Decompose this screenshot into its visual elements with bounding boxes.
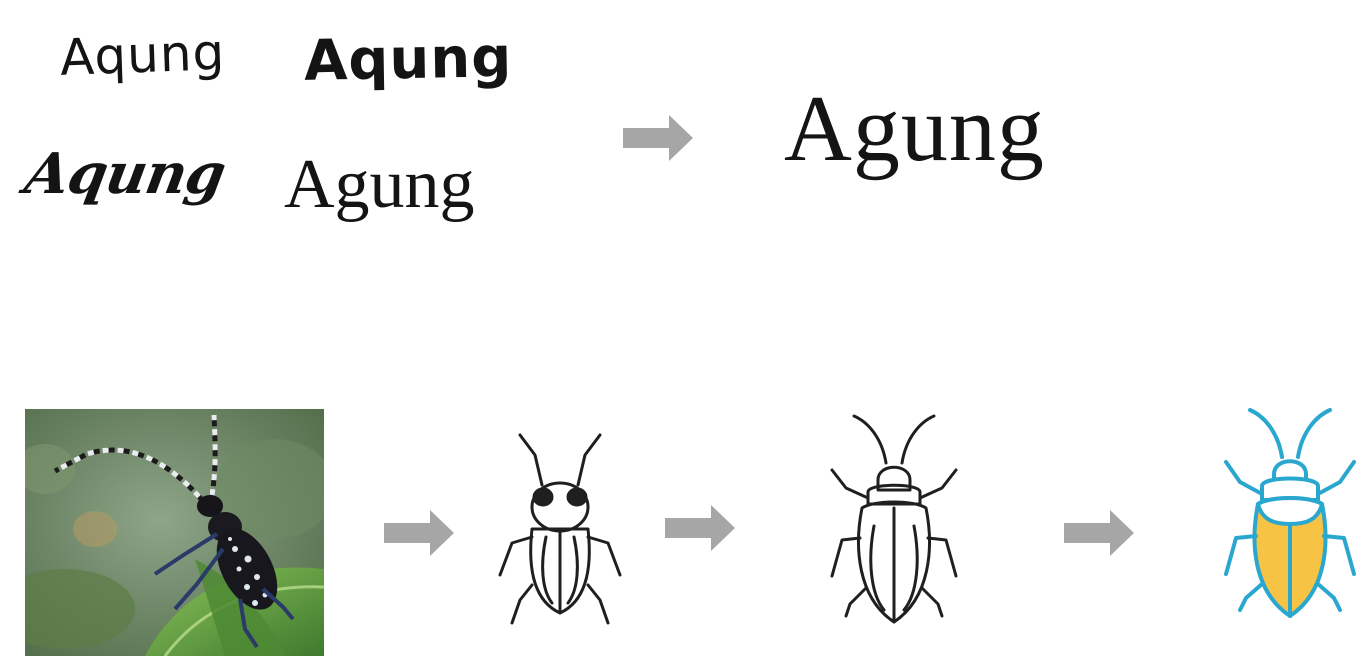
word-output-serif: Agung (784, 77, 1045, 181)
arrow-right-icon (623, 115, 693, 161)
beetle-colored-icon (1224, 408, 1356, 618)
word-sample-italic-script: Aqung (20, 141, 231, 207)
arrow-right-icon (384, 510, 454, 556)
arrow-right-icon (665, 505, 735, 551)
beetle-line-icon-with-eyes (498, 433, 622, 625)
beetle-photo (25, 409, 324, 656)
word-sample-brush: Aqung (303, 25, 513, 94)
word-sample-serif: Agung (284, 146, 475, 223)
beetle-line-icon (830, 414, 958, 624)
word-sample-handwritten: Aqung (59, 23, 227, 87)
arrow-right-icon (1064, 510, 1134, 556)
